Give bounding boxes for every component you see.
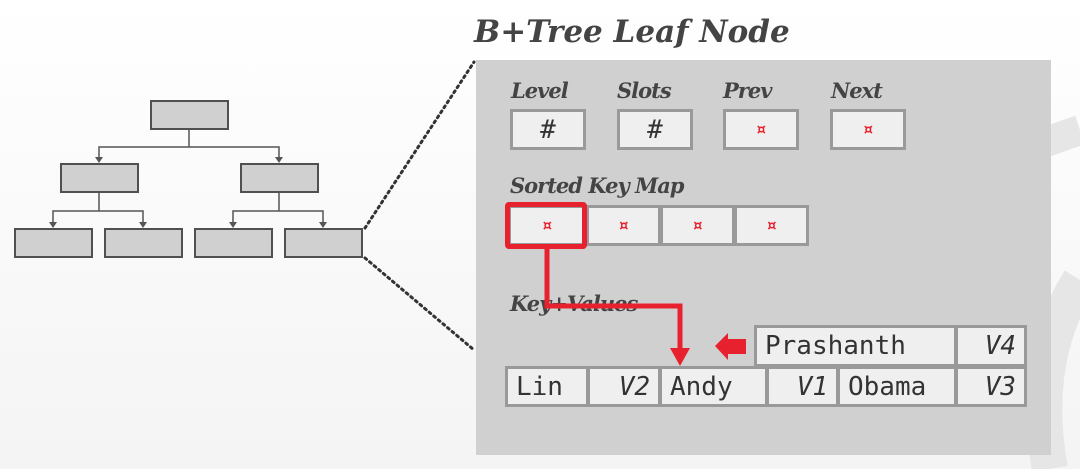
entry-value: V3 [955,366,1027,407]
entry-key: Lin [505,366,589,407]
next-pointer-icon: ¤ [830,109,906,150]
tree-leaf-node [194,228,273,258]
prev-label: Prev [723,78,772,103]
inserting-value: V4 [955,325,1027,367]
prev-pointer-icon: ¤ [723,109,799,150]
key-map-slot-pointer-icon: ¤ [586,205,661,246]
tree-leaf-node [14,228,93,258]
level-label: Level [511,78,569,103]
pointer-arrow [544,248,746,366]
level-field: # [510,109,586,150]
tree-leaf-node-highlighted [284,228,363,258]
entry-key: Obama [837,366,957,407]
tree-root-node [150,100,229,130]
sorted-key-map-label: Sorted Key Map [510,173,684,198]
next-label: Next [831,78,883,103]
key-map-slot-highlight [505,202,587,249]
entry-value: V1 [766,366,839,407]
tree-leaf-node [104,228,183,258]
slots-field: # [617,109,693,150]
key-map-slot-pointer-icon: ¤ [660,205,735,246]
entry-key: Andy [659,366,768,407]
key-map-slot-pointer-icon: ¤ [734,205,809,246]
entry-value: V2 [587,366,661,407]
tree-inner-node [60,163,139,193]
slots-label: Slots [617,78,672,103]
inserting-key: Prashanth [754,325,957,367]
slide-title: B+Tree Leaf Node [474,14,790,50]
btree-diagram [49,60,476,352]
tree-inner-node [240,163,319,193]
